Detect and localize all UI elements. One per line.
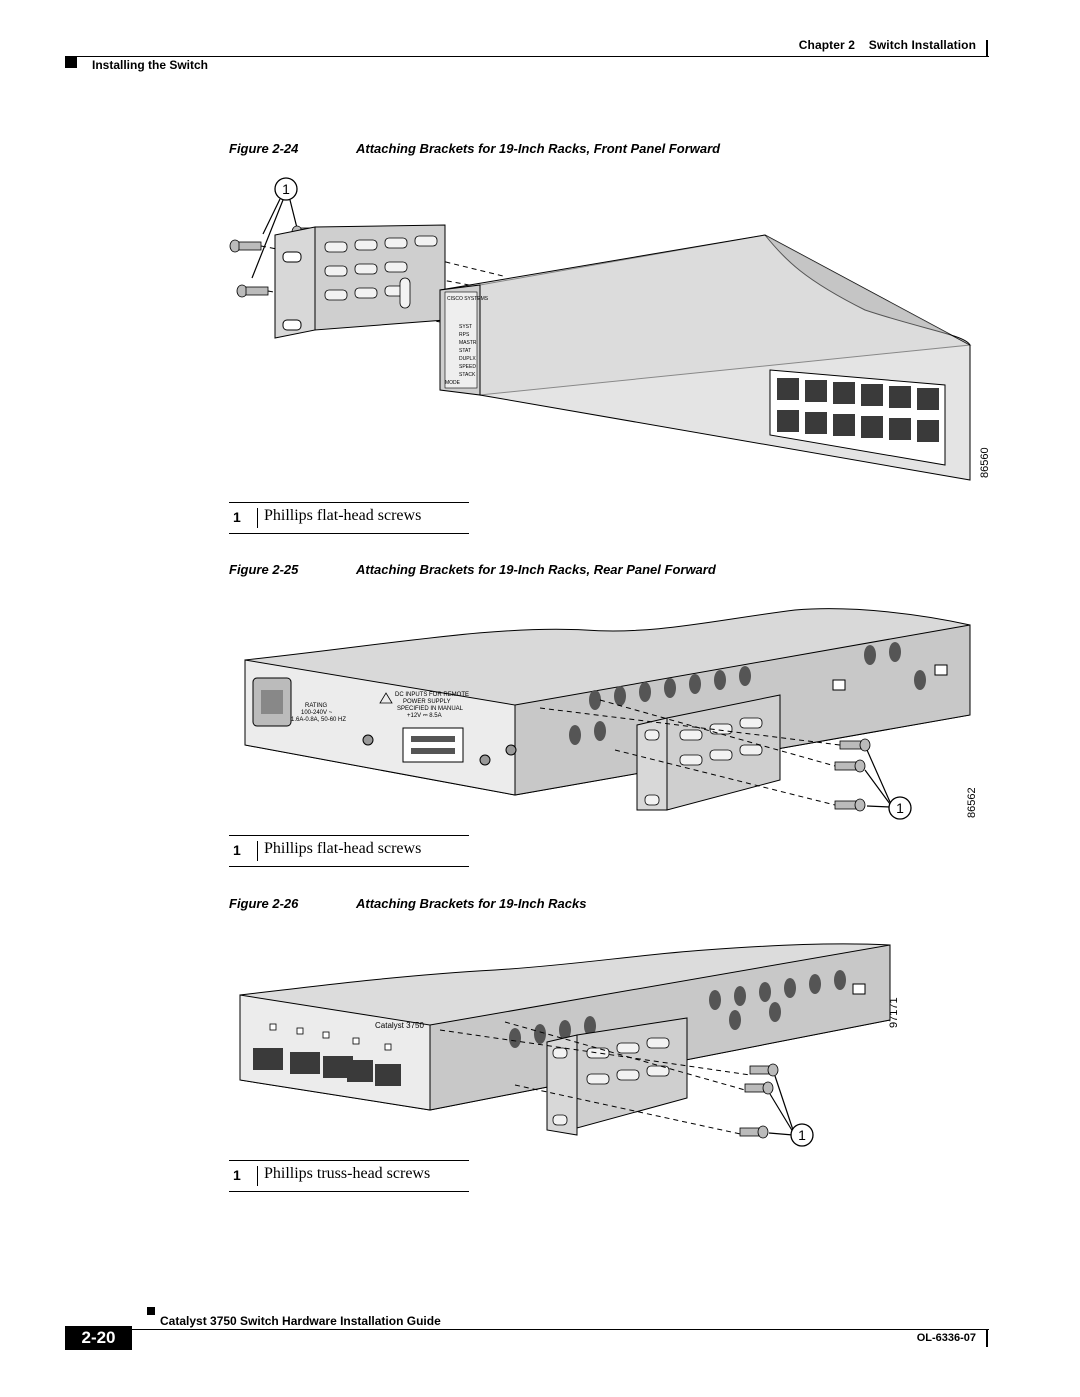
figure-label: Figure 2-25 — [229, 562, 299, 577]
callout-number: 1 — [896, 800, 904, 816]
svg-text:1.6A-0.8A, 50-60 HZ: 1.6A-0.8A, 50-60 HZ — [291, 717, 346, 723]
switch-chassis: Catalyst 3750 — [239, 943, 891, 1111]
screw-icon — [739, 1063, 779, 1139]
svg-text:STAT: STAT — [459, 348, 471, 354]
figure-24-legend: 1 Phillips flat-head screws — [229, 502, 469, 534]
header-block — [65, 56, 77, 68]
figure-25-illustration: RATING 100-240V ~ 1.6A-0.8A, 50-60 HZ DC… — [244, 608, 978, 820]
callout-number: 1 — [282, 181, 290, 197]
figure-title: Attaching Brackets for 19-Inch Racks, Fr… — [356, 141, 721, 156]
svg-text:DC INPUTS FOR REMOTE: DC INPUTS FOR REMOTE — [395, 692, 469, 698]
switch-chassis: CISCO SYSTEMS SYST RPS MASTR STAT DUPLX … — [439, 234, 972, 481]
svg-text:MODE: MODE — [445, 380, 461, 386]
figure-caption-26: Figure 2-26 Attaching Brackets for 19-In… — [229, 896, 929, 914]
header-bar — [986, 40, 988, 57]
figure-label: Figure 2-26 — [229, 896, 299, 911]
legend-text: Phillips truss-head screws — [264, 1165, 431, 1182]
section-title: Installing the Switch — [92, 58, 209, 72]
footer-bar — [986, 1330, 988, 1347]
svg-text:STACK: STACK — [459, 372, 476, 378]
figure-26-legend: 1 Phillips truss-head screws — [229, 1160, 469, 1192]
svg-text:DUPLX: DUPLX — [459, 356, 476, 362]
callout-1: 1 — [864, 749, 912, 820]
callout-1: 1 — [768, 1075, 814, 1147]
svg-text:RPS: RPS — [459, 332, 470, 338]
figure-caption-24: Figure 2-24 Attaching Brackets for 19-In… — [229, 141, 929, 159]
svg-text:POWER SUPPLY: POWER SUPPLY — [403, 699, 451, 705]
model-label: Catalyst 3750 — [375, 1021, 424, 1030]
chapter-title: Switch Installation — [868, 38, 976, 52]
legend-number: 1 — [233, 842, 241, 858]
figure-id: 97171 — [888, 997, 900, 1028]
figure-id: 86560 — [979, 447, 991, 478]
svg-text:SYST: SYST — [459, 324, 472, 330]
footer-guide-title: Catalyst 3750 Switch Hardware Installati… — [160, 1314, 441, 1328]
mounting-bracket — [274, 224, 446, 339]
brand-label: CISCO SYSTEMS — [447, 296, 489, 302]
callout-1: 1 — [251, 177, 298, 279]
figure-title: Attaching Brackets for 19-Inch Racks, Re… — [356, 562, 716, 577]
screw-icon — [834, 738, 871, 812]
footer-doc-number: OL-6336-07 — [916, 1332, 976, 1344]
svg-text:+12V ⎓ 8.5A: +12V ⎓ 8.5A — [407, 713, 442, 719]
header-rule — [65, 56, 989, 57]
callout-number: 1 — [798, 1127, 806, 1143]
figure-26-illustration: Catalyst 3750 — [239, 943, 900, 1147]
figure-24-illustration: 1 CISCO SYSTEMS SYST — [229, 177, 991, 481]
figure-title: Attaching Brackets for 19-Inch Racks — [356, 896, 587, 911]
legend-number: 1 — [233, 1167, 241, 1183]
svg-text:MASTR: MASTR — [459, 340, 477, 346]
page-number: 2-20 — [65, 1326, 132, 1350]
svg-text:SPECIFIED IN MANUAL: SPECIFIED IN MANUAL — [397, 706, 464, 712]
figure-label: Figure 2-24 — [229, 141, 299, 156]
footer-rule — [65, 1329, 989, 1330]
running-header: Chapter 2 Switch Installation — [799, 38, 976, 52]
svg-text:SPEED: SPEED — [459, 364, 476, 370]
legend-number: 1 — [233, 509, 241, 525]
footer-block — [147, 1307, 155, 1315]
chapter-label: Chapter 2 — [798, 38, 855, 52]
legend-text: Phillips flat-head screws — [264, 840, 422, 857]
legend-text: Phillips flat-head screws — [264, 507, 422, 524]
figure-25-legend: 1 Phillips flat-head screws — [229, 835, 469, 867]
figure-caption-25: Figure 2-25 Attaching Brackets for 19-In… — [229, 562, 929, 580]
mounting-bracket — [636, 694, 781, 811]
figure-id: 86562 — [966, 787, 978, 818]
svg-text:RATING: RATING — [305, 703, 328, 709]
mounting-bracket — [546, 1017, 688, 1136]
svg-text:100-240V ~: 100-240V ~ — [301, 710, 333, 716]
